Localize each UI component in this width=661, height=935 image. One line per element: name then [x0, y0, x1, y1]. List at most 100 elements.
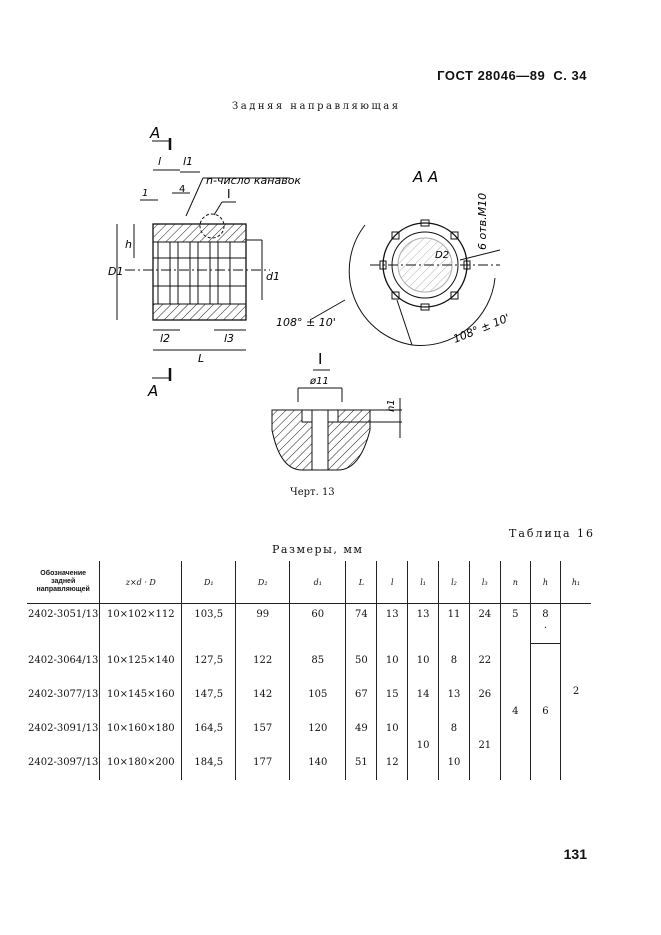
cell: 140	[289, 745, 346, 780]
table-row: 2402-3097/13 10×180×200 184,5 177 140 51…	[27, 745, 591, 780]
cell: 22	[468, 643, 501, 678]
svg-text:D1: D1	[108, 265, 123, 278]
col-header-D2: D₂	[235, 561, 290, 604]
col-header-l1: l₁	[407, 561, 439, 604]
cell: 85	[289, 643, 346, 678]
section-view: А А D2 108° ± 10' 108° ± 10' 6 отв.М10	[276, 168, 512, 346]
cell: 26	[468, 677, 501, 712]
col-header-l2: l₂	[438, 561, 470, 604]
cell: 51	[345, 745, 377, 780]
svg-text:4: 4	[179, 184, 185, 195]
cell: 15	[376, 677, 408, 712]
cell: 13	[407, 603, 439, 644]
cell: 8.	[529, 603, 561, 644]
svg-text:108° ± 10': 108° ± 10'	[451, 311, 511, 345]
page-reference: С. 34	[553, 68, 587, 83]
cell: 10	[376, 711, 408, 746]
cell: 5	[499, 603, 531, 644]
table-row: 2402-3064/13 10×125×140 127,5 122 85 50 …	[27, 643, 591, 780]
cell: 184,5	[181, 745, 236, 780]
merged-cell-n: 4	[499, 643, 531, 780]
svg-text:h: h	[125, 238, 132, 251]
cell: 10	[438, 745, 470, 780]
page-number: 131	[563, 846, 587, 862]
col-header-h: h	[529, 561, 561, 604]
side-view: D1 h d1 l l1 1 4 n-число канавок I l2 l3…	[108, 155, 301, 365]
cell: 74	[345, 603, 377, 644]
col-header-zdD: z×d · D	[99, 561, 182, 604]
cell-value: 8	[542, 609, 549, 620]
table-row: 2402-3077/13 10×145×160 147,5 142 105 67…	[27, 677, 591, 712]
cell: 120	[289, 711, 346, 746]
cell: 10×145×160	[99, 677, 182, 712]
cell: 50	[345, 643, 377, 678]
dimensions-label: Размеры, мм	[272, 543, 364, 556]
standard-number: ГОСТ 28046—89	[437, 68, 546, 83]
cell: 105	[289, 677, 346, 712]
cell: 10×180×200	[99, 745, 182, 780]
col-header-l3: l₃	[468, 561, 501, 604]
table-header-row: Обозначение задней направляющей z×d · D …	[27, 561, 591, 604]
detail-view: I ø11 h1	[271, 350, 402, 471]
svg-text:108° ± 10': 108° ± 10'	[276, 316, 336, 329]
merged-cell-l3: 21	[468, 711, 501, 780]
table-row: 2402-3091/13 10×160×180 164,5 157 120 49…	[27, 711, 591, 780]
dimensions-table: Обозначение задней направляющей z×d · D …	[27, 561, 591, 780]
merged-cell-h: 6	[529, 643, 561, 780]
svg-text:А А: А А	[412, 168, 438, 186]
cell: 10×125×140	[99, 643, 182, 678]
section-mark-bottom: А	[147, 368, 172, 400]
figure-caption: Черт. 13	[290, 487, 335, 498]
cell: 24	[468, 603, 501, 644]
col-header-L: L	[345, 561, 377, 604]
svg-text:I: I	[318, 350, 322, 368]
page-header: ГОСТ 28046—89 С. 34	[437, 68, 587, 83]
table-number: Таблица 16	[509, 527, 595, 540]
merged-cell-l1: 10	[407, 711, 439, 780]
svg-text:1: 1	[142, 188, 148, 199]
col-header-D1: D₁	[181, 561, 236, 604]
col-header-l: l	[376, 561, 408, 604]
svg-text:ø11: ø11	[309, 376, 329, 387]
svg-text:l: l	[158, 155, 161, 168]
svg-text:А: А	[147, 382, 158, 400]
cell: 2402-3064/13	[28, 655, 99, 666]
cell: 2402-3091/13	[28, 723, 99, 734]
svg-text:L: L	[198, 352, 204, 365]
cell: 49	[345, 711, 377, 746]
cell: 127,5	[181, 643, 236, 678]
cell: 103,5	[181, 603, 236, 644]
dot-mark: .	[543, 620, 548, 631]
col-header-h1: h₁	[560, 561, 591, 604]
cell: 2402-3051/13	[28, 609, 99, 620]
cell: 142	[235, 677, 290, 712]
cell: 177	[235, 745, 290, 780]
col-header-n: n	[499, 561, 531, 604]
cell: 13	[438, 677, 470, 712]
cell: 60	[289, 603, 346, 644]
figure-title: Задняя направляющая	[232, 101, 401, 112]
cell: 8	[438, 711, 470, 746]
cell: 99	[235, 603, 290, 644]
cell: 10	[407, 643, 439, 678]
cell: 12	[376, 745, 408, 780]
cell: 157	[235, 711, 290, 746]
cell: 147,5	[181, 677, 236, 712]
cell: 2402-3077/13	[28, 689, 99, 700]
col-header-d1: d₁	[289, 561, 346, 604]
table-row: 2402-3051/13 10×102×112 103,5 99 60 74 1…	[27, 603, 591, 780]
col-header-designation: Обозначение задней направляющей	[27, 561, 100, 604]
grooves-note: n-число канавок	[206, 174, 301, 187]
svg-text:А: А	[149, 124, 160, 142]
cell: 2402-3097/13	[28, 757, 99, 768]
svg-text:l3: l3	[224, 332, 234, 345]
cell: 14	[407, 677, 439, 712]
cell: 67	[345, 677, 377, 712]
section-mark-top: А	[149, 124, 172, 150]
svg-text:d1: d1	[266, 270, 280, 283]
merged-cell-h1: 2	[560, 603, 591, 780]
cell: 10×160×180	[99, 711, 182, 746]
cell: 11	[438, 603, 470, 644]
svg-text:6 отв.М10: 6 отв.М10	[476, 193, 489, 250]
cell: 10×102×112	[99, 603, 182, 644]
